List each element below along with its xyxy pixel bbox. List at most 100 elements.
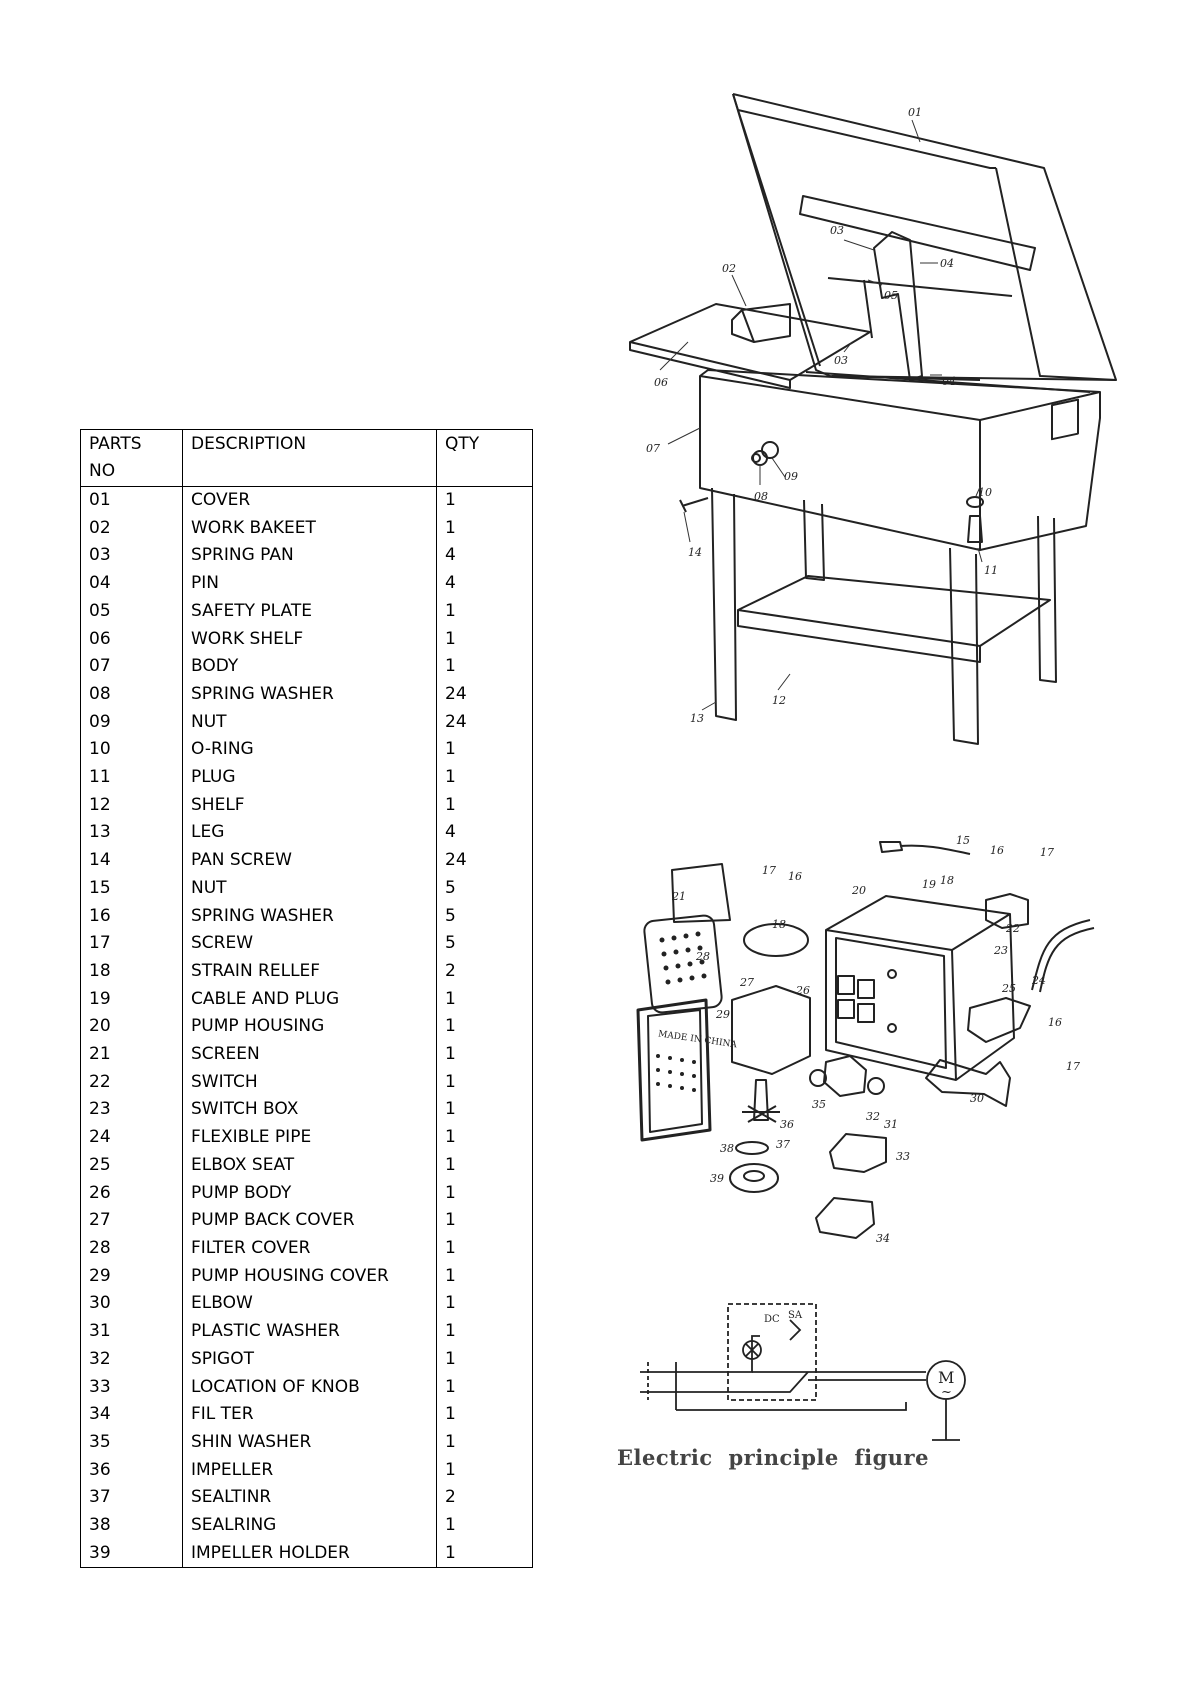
part-qty: 1 [436, 736, 533, 765]
part-qty: 1 [436, 625, 533, 654]
part-number: 08 [80, 680, 183, 709]
screen-outline [671, 863, 731, 923]
part-number: 22 [80, 1068, 183, 1097]
part-qty: 2 [436, 957, 533, 986]
basket-outline [741, 303, 791, 343]
callout-label: 23 [993, 944, 1008, 957]
part-description: PUMP BODY [182, 1179, 437, 1208]
part-qty: 1 [436, 1041, 533, 1069]
part-qty: 1 [436, 791, 533, 820]
part-description: PUMP BACK COVER [182, 1207, 437, 1235]
part-description: SWITCH [182, 1068, 437, 1097]
part-qty: 1 [436, 1151, 533, 1180]
part-number: 26 [80, 1179, 183, 1208]
callout-label: 22 [1005, 922, 1020, 935]
callout-label: 29 [715, 1008, 730, 1021]
part-qty: 1 [436, 1207, 533, 1235]
part-description: PUMP HOUSING [182, 1013, 437, 1042]
part-number: 13 [80, 819, 183, 848]
work-shelf-outline [629, 303, 871, 381]
callout-label: 03 [830, 224, 844, 237]
part-qty: 4 [436, 570, 533, 598]
indicator-lamp [742, 1340, 762, 1360]
callout-label: 17 [1066, 1060, 1080, 1073]
part-number: 15 [80, 874, 183, 903]
callout-label: 01 [908, 106, 922, 119]
part-qty: 1 [436, 1373, 533, 1402]
part-number: 25 [80, 1151, 183, 1180]
part-number: 10 [80, 736, 183, 765]
part-number: 21 [80, 1041, 183, 1069]
part-number: 17 [80, 930, 183, 958]
callout-label: 15 [956, 834, 970, 847]
part-number: 16 [80, 902, 183, 931]
callout-label: 09 [784, 470, 798, 483]
part-number: 37 [80, 1484, 183, 1513]
callout-label: 31 [884, 1118, 898, 1131]
power-line-top [640, 1335, 760, 1373]
part-number: 07 [80, 653, 183, 681]
callout-label: 18 [940, 874, 954, 887]
part-qty: 1 [436, 1096, 533, 1125]
pump-housing-outline [825, 895, 1015, 1081]
part-description: PLUG [182, 764, 437, 792]
callout-label: 35 [812, 1098, 826, 1111]
circuit-caption: Electric principle figure [617, 1445, 929, 1470]
part-number: 28 [80, 1234, 183, 1263]
elbow-outline [925, 1059, 1011, 1107]
callout-label: 04 [940, 257, 954, 270]
callout-label: 39 [710, 1172, 724, 1185]
callout-label: 04 [942, 375, 956, 388]
part-description: SHIN WASHER [182, 1428, 437, 1457]
callout-label: 03 [834, 354, 848, 367]
part-number: 27 [80, 1207, 183, 1235]
part-description: PUMP HOUSING COVER [182, 1262, 437, 1291]
part-qty: 1 [436, 486, 533, 515]
part-description: LOCATION OF KNOB [182, 1373, 437, 1402]
part-qty: 1 [436, 1262, 533, 1291]
part-description: O-RING [182, 736, 437, 765]
part-description: FILTER COVER [182, 1234, 437, 1263]
part-qty: 1 [436, 1013, 533, 1042]
callout-label: 12 [772, 694, 786, 707]
cable-plug-outline [879, 841, 971, 855]
part-number: 02 [80, 514, 183, 543]
part-number: 18 [80, 957, 183, 986]
part-description: PLASTIC WASHER [182, 1318, 437, 1346]
part-number: 36 [80, 1456, 183, 1485]
header-qty: QTY [436, 429, 533, 487]
part-number: 24 [80, 1124, 183, 1152]
part-number: 35 [80, 1428, 183, 1457]
part-qty: 4 [436, 542, 533, 571]
callout-label: 11 [984, 564, 998, 577]
callout-label: 32 [866, 1110, 880, 1123]
callout-label: 14 [688, 546, 702, 559]
